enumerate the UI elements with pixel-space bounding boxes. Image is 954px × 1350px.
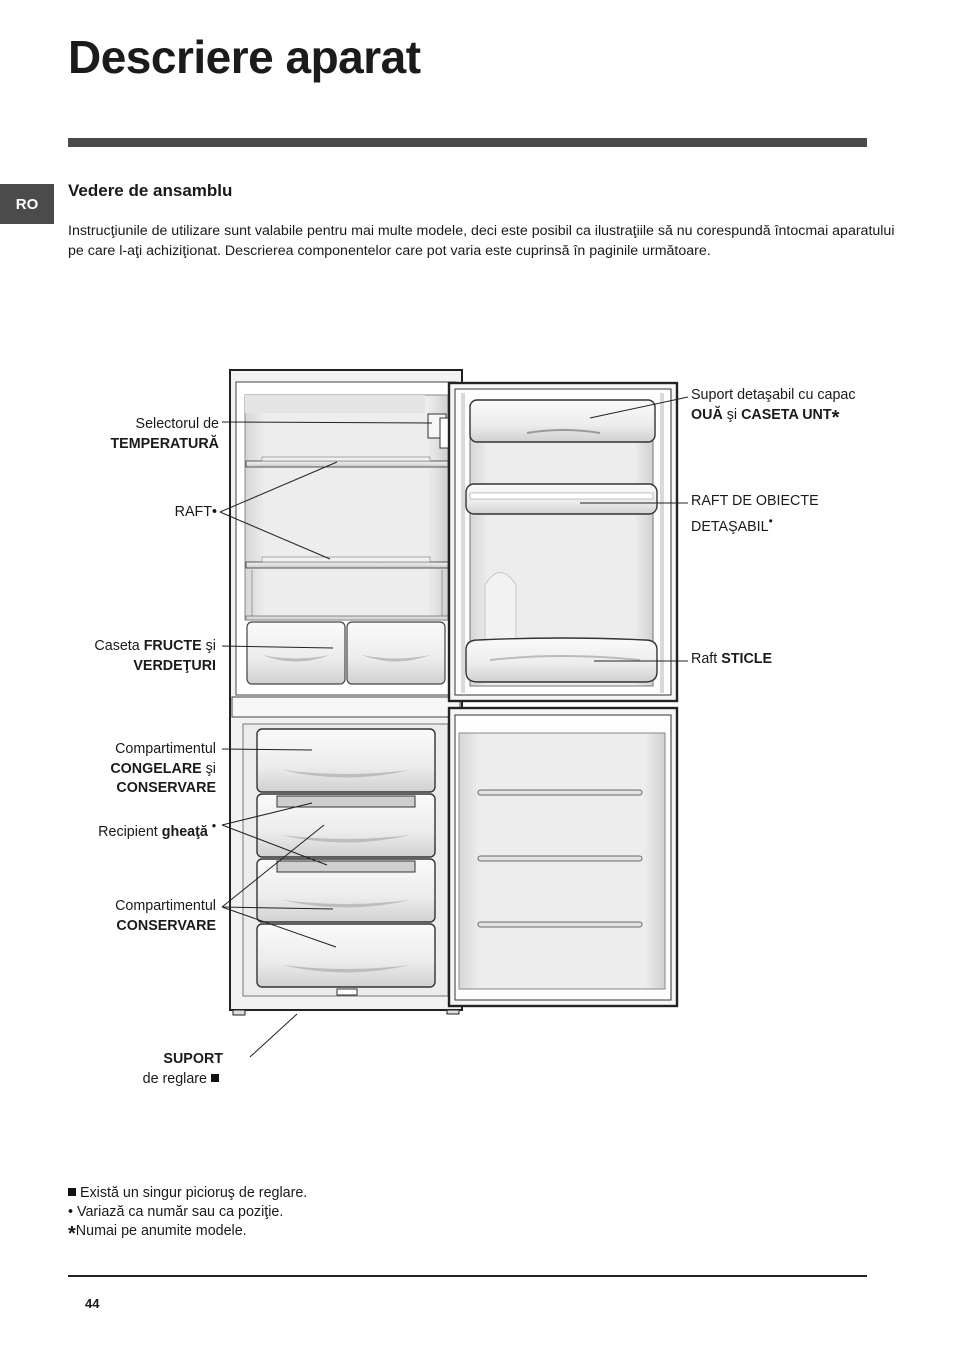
label-text: DETAŞABIL — [691, 518, 769, 535]
bottle-rack — [465, 637, 658, 683]
square-bullet-icon — [68, 1188, 76, 1196]
footnote-text: Numai pe anumite modele. — [75, 1223, 247, 1239]
label-removable-shelf: RAFT DE OBIECTE DETAŞABIL• — [691, 492, 819, 537]
label-text: Caseta — [94, 638, 144, 654]
label-text: de reglare — [142, 1070, 208, 1087]
page-title: Descriere aparat — [68, 31, 421, 83]
label-text: Recipient — [98, 823, 162, 840]
intro-paragraph: Instrucţiunile de utilizare sunt valabil… — [68, 223, 895, 259]
footnote-text: Există un singur picioruş de reglare. — [80, 1185, 308, 1201]
label-crisper: Caseta FRUCTE şi VERDEŢURI — [94, 637, 216, 676]
footnote-some-models: *Numai pe anumite modele. — [68, 1222, 307, 1244]
asterisk-icon: * — [68, 1223, 76, 1245]
ice-trays — [276, 795, 416, 873]
label-text: şi — [722, 406, 742, 423]
label-shelf: RAFT• — [174, 504, 217, 520]
label-text: gheaţă — [161, 823, 208, 840]
top-divider-bar — [68, 138, 867, 147]
label-text: STICLE — [721, 651, 773, 667]
label-line: Compartimentul — [115, 898, 216, 914]
footnotes: Există un singur picioruş de reglare. • … — [68, 1184, 307, 1244]
label-line: CONSERVARE — [116, 780, 216, 796]
door-shelf-middle — [465, 483, 658, 515]
footnote-varies: • Variază ca număr sau ca poziţie. — [68, 1204, 284, 1220]
label-line: CONSERVARE — [116, 917, 216, 934]
asterisk-icon: * — [831, 406, 840, 429]
label-storage-compartment: Compartimentul CONSERVARE — [115, 897, 216, 936]
section-title: Vedere de ansamblu — [68, 181, 233, 200]
glass-shelf-upper — [245, 456, 449, 468]
adjustable-foot — [232, 1009, 460, 1016]
square-bullet-icon — [211, 1073, 219, 1082]
page-number: 44 — [85, 1296, 100, 1311]
label-freezer-compartment: Compartimentul CONGELARE şi CONSERVARE — [110, 740, 216, 799]
crisper-drawers — [246, 621, 446, 685]
egg-holder-rack — [469, 399, 656, 443]
footnote-single-foot: Există un singur picioruş de reglare. — [68, 1184, 307, 1203]
leader-lines — [219, 396, 689, 1058]
label-text: OUĂ — [691, 406, 723, 423]
label-line: RAFT DE OBIECTE — [691, 493, 819, 509]
label-line: Compartimentul — [115, 741, 216, 757]
label-text: şi — [201, 638, 216, 654]
label-temperature-selector: Selectorul de TEMPERATURĂ — [110, 415, 219, 454]
label-text: CONGELARE — [110, 760, 202, 777]
label-line: VERDEŢURI — [133, 657, 216, 674]
freezer-drawers — [256, 728, 436, 988]
label-line: TEMPERATURĂ — [110, 435, 219, 452]
language-tab: RO — [0, 184, 54, 224]
label-text: FRUCTE — [143, 638, 202, 654]
label-text: Raft — [691, 651, 722, 667]
bottom-divider — [68, 1275, 867, 1277]
cabinet — [229, 369, 463, 1016]
glass-shelf-lower — [245, 556, 449, 569]
label-text: • — [768, 513, 773, 528]
label-ice-tray: Recipient gheaţă • — [98, 817, 216, 842]
label-text: CASETA UNT — [741, 406, 832, 423]
label-bottle-rack: Raft STICLE — [691, 650, 772, 670]
label-adjustable-foot: SUPORT de reglare — [143, 1050, 223, 1089]
fridge-door — [447, 381, 679, 703]
label-text: şi — [201, 760, 216, 777]
label-line: Selectorul de — [135, 416, 219, 432]
label-line: Suport detaşabil cu capac — [691, 387, 856, 403]
label-egg-holder: Suport detaşabil cu capac OUĂ şi CASETA … — [691, 386, 856, 428]
label-text: • — [211, 819, 216, 833]
freezer-door — [447, 706, 679, 1008]
label-line: SUPORT — [163, 1051, 223, 1067]
